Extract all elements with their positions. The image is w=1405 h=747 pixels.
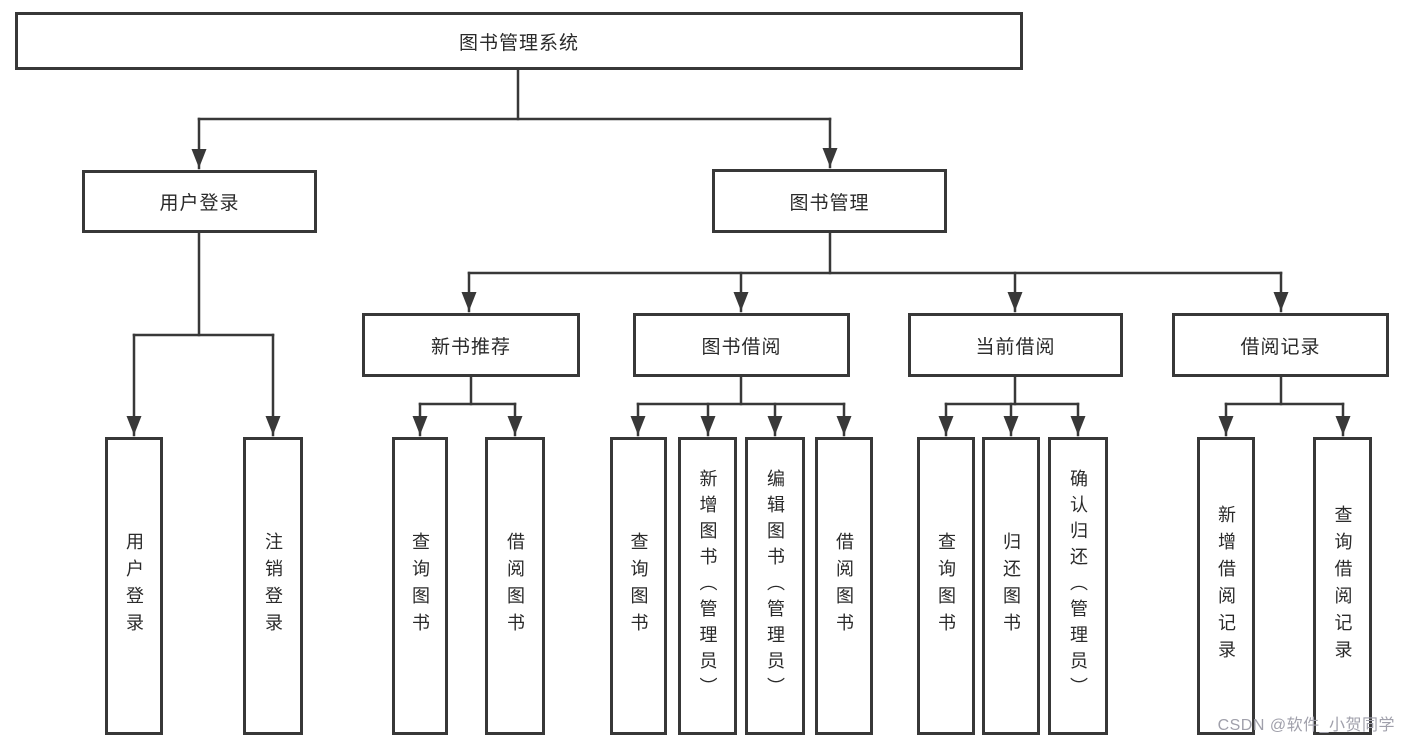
node-new-book-recommend: 新书推荐 xyxy=(362,313,580,377)
node-user-login: 用户登录 xyxy=(82,170,317,233)
node-current-borrow: 当前借阅 xyxy=(908,313,1123,377)
leaf-bb-query-books: 查询图书 xyxy=(610,437,667,735)
node-book-borrow: 图书借阅 xyxy=(633,313,850,377)
leaf-nb-query-books-label: 查询图书 xyxy=(410,532,430,640)
leaf-cb-return-books-label: 归还图书 xyxy=(1001,532,1021,640)
leaf-bb-borrow-books-label: 借阅图书 xyxy=(834,532,854,640)
leaf-logout-label: 注销登录 xyxy=(263,532,283,640)
node-current-borrow-label: 当前借阅 xyxy=(975,336,1056,358)
node-root: 图书管理系统 xyxy=(15,12,1023,70)
node-book-borrow-label: 图书借阅 xyxy=(701,336,782,358)
leaf-bb-query-books-label: 查询图书 xyxy=(628,532,649,640)
leaf-bb-borrow-books: 借阅图书 xyxy=(815,437,873,735)
leaf-nb-query-books: 查询图书 xyxy=(392,437,448,735)
node-borrow-records-label: 借阅记录 xyxy=(1240,336,1321,358)
leaf-bb-edit-books-admin-label: 编辑图书（管理员） xyxy=(765,469,785,703)
leaf-logout: 注销登录 xyxy=(243,437,303,735)
leaf-bb-add-books-admin: 新增图书（管理员） xyxy=(678,437,737,735)
csdn-watermark: CSDN @软件_小贺同学 xyxy=(1217,717,1395,734)
leaf-bb-edit-books-admin: 编辑图书（管理员） xyxy=(745,437,805,735)
leaf-br-add-record-label: 新增借阅记录 xyxy=(1216,505,1236,667)
leaf-user-login: 用户登录 xyxy=(105,437,163,735)
leaf-cb-confirm-return-admin: 确认归还（管理员） xyxy=(1048,437,1108,735)
leaf-user-login-label: 用户登录 xyxy=(124,532,144,640)
leaf-cb-query-books: 查询图书 xyxy=(917,437,975,735)
node-book-management: 图书管理 xyxy=(712,169,947,233)
node-root-label: 图书管理系统 xyxy=(458,32,579,54)
leaf-nb-borrow-books: 借阅图书 xyxy=(485,437,545,735)
node-borrow-records: 借阅记录 xyxy=(1172,313,1389,377)
leaf-nb-borrow-books-label: 借阅图书 xyxy=(505,532,525,640)
leaf-bb-add-books-admin-label: 新增图书（管理员） xyxy=(697,469,718,703)
leaf-br-query-record-label: 查询借阅记录 xyxy=(1332,505,1353,667)
node-user-login-label: 用户登录 xyxy=(159,193,240,214)
leaf-cb-query-books-label: 查询图书 xyxy=(936,532,956,640)
node-new-book-recommend-label: 新书推荐 xyxy=(430,336,511,358)
leaf-br-add-record: 新增借阅记录 xyxy=(1197,437,1255,735)
node-book-management-label: 图书管理 xyxy=(789,192,870,214)
leaf-cb-confirm-return-admin-label: 确认归还（管理员） xyxy=(1068,469,1088,703)
leaf-br-query-record: 查询借阅记录 xyxy=(1313,437,1372,735)
leaf-cb-return-books: 归还图书 xyxy=(982,437,1040,735)
